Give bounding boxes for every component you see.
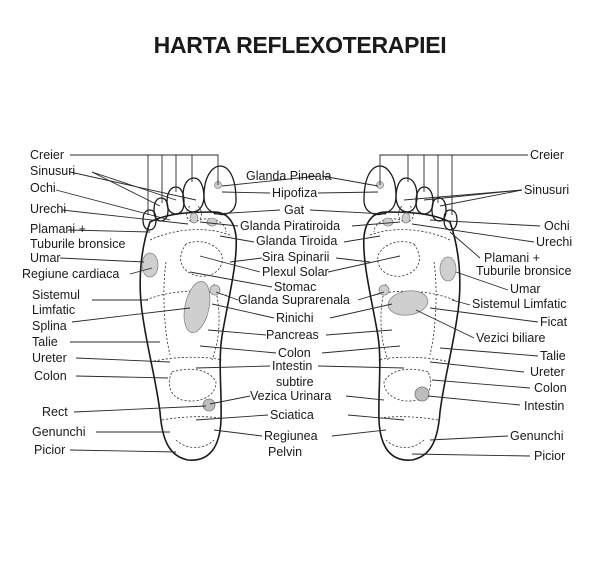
label-right-intestin: Intestin xyxy=(524,399,564,413)
label-left-tuburile: Tuburile bronsice xyxy=(30,237,125,251)
left-toe-4 xyxy=(153,197,169,222)
label-right-ficat: Ficat xyxy=(540,315,568,329)
right-toe-2 xyxy=(395,177,418,213)
label-right-umar: Umar xyxy=(510,282,541,296)
label-gat: Gat xyxy=(284,203,305,217)
label-right-sistemul-limfatic: Sistemul Limfatic xyxy=(472,297,566,311)
label-left-sinusuri: Sinusuri xyxy=(30,164,75,178)
right-big-toe xyxy=(363,165,397,216)
label-left-picior: Picior xyxy=(34,443,65,457)
label-right-urechi: Urechi xyxy=(536,235,572,249)
label-sciatica: Sciatica xyxy=(270,408,314,422)
right-foot-outline xyxy=(362,211,461,461)
right-intestine-zone xyxy=(414,386,430,402)
left-rect-zone xyxy=(202,398,216,412)
label-intestin: Intestin xyxy=(272,359,312,373)
label-left-rect: Rect xyxy=(42,405,68,419)
left-spleen-zone xyxy=(183,281,211,333)
right-shoulder-zone xyxy=(439,256,457,282)
label-right-plamani: Plamani + xyxy=(484,251,540,265)
left-foot-outline xyxy=(139,211,238,461)
label-left-colon: Colon xyxy=(34,369,67,383)
center-labels: Glanda Pineala Hipofiza Gat Glanda Pirat… xyxy=(238,169,350,459)
label-stomac: Stomac xyxy=(274,280,316,294)
right-labels: Creier Sinusuri Ochi Urechi Plamani + Tu… xyxy=(472,148,572,463)
label-right-talie: Talie xyxy=(540,349,566,363)
label-regiunea: Regiunea xyxy=(264,429,318,443)
left-adrenal-zone xyxy=(209,284,221,296)
label-right-tuburile: Tuburile bronsice xyxy=(476,264,571,278)
label-left-regiune-cardiaca: Regiune cardiaca xyxy=(22,267,119,281)
label-colon-center: Colon xyxy=(278,346,311,360)
label-plexul-solar: Plexul Solar xyxy=(262,265,329,279)
left-big-toe xyxy=(203,165,237,216)
label-right-sinusuri: Sinusuri xyxy=(524,183,569,197)
label-left-talie: Talie xyxy=(32,335,58,349)
page-title: HARTA REFLEXOTERAPIEI xyxy=(153,32,447,58)
label-pancreas: Pancreas xyxy=(266,328,319,342)
label-left-creier: Creier xyxy=(30,148,64,162)
label-subtire: subtire xyxy=(276,375,314,389)
label-right-picior: Picior xyxy=(534,449,565,463)
label-right-ureter: Ureter xyxy=(530,365,565,379)
right-toe-3 xyxy=(415,186,434,215)
left-toe-2 xyxy=(182,177,205,213)
label-rinichi: Rinichi xyxy=(276,311,314,325)
right-liver-zone xyxy=(387,290,429,316)
right-foot xyxy=(362,165,461,461)
label-pelvin: Pelvin xyxy=(268,445,302,459)
label-left-umar: Umar xyxy=(30,251,61,265)
right-toe-5 xyxy=(443,209,458,231)
label-right-vezici-biliare: Vezici biliare xyxy=(476,331,546,345)
label-left-ureter: Ureter xyxy=(32,351,67,365)
left-toe-3 xyxy=(166,186,185,215)
label-right-genunchi: Genunchi xyxy=(510,429,564,443)
label-left-splina: Splina xyxy=(32,319,67,333)
left-heart-zone xyxy=(141,252,159,278)
left-labels: Creier Sinusuri Ochi Urechi Plamani + Tu… xyxy=(22,148,125,457)
right-toe-4 xyxy=(431,197,447,222)
left-foot xyxy=(139,165,238,461)
label-left-genunchi: Genunchi xyxy=(32,425,86,439)
label-glanda-pineala: Glanda Pineala xyxy=(246,169,332,183)
label-glanda-suprarenala: Glanda Suprarenala xyxy=(238,293,350,307)
label-glanda-tiroida: Glanda Tiroida xyxy=(256,234,337,248)
label-glanda-piratiroida: Glanda Piratiroida xyxy=(240,219,340,233)
label-right-creier: Creier xyxy=(530,148,564,162)
label-vezica-urinara: Vezica Urinara xyxy=(250,389,331,403)
label-right-ochi: Ochi xyxy=(544,219,570,233)
label-right-colon: Colon xyxy=(534,381,567,395)
label-sira-spinarii: Sira Spinarii xyxy=(262,250,329,264)
leader-lines xyxy=(55,154,541,457)
label-left-plamani: Plamani + xyxy=(30,222,86,236)
label-left-limfatic: Limfatic xyxy=(32,303,75,317)
label-left-urechi: Urechi xyxy=(30,202,66,216)
label-hipofiza: Hipofiza xyxy=(272,186,317,200)
label-left-ochi: Ochi xyxy=(30,181,56,195)
label-left-sistemul: Sistemul xyxy=(32,288,80,302)
